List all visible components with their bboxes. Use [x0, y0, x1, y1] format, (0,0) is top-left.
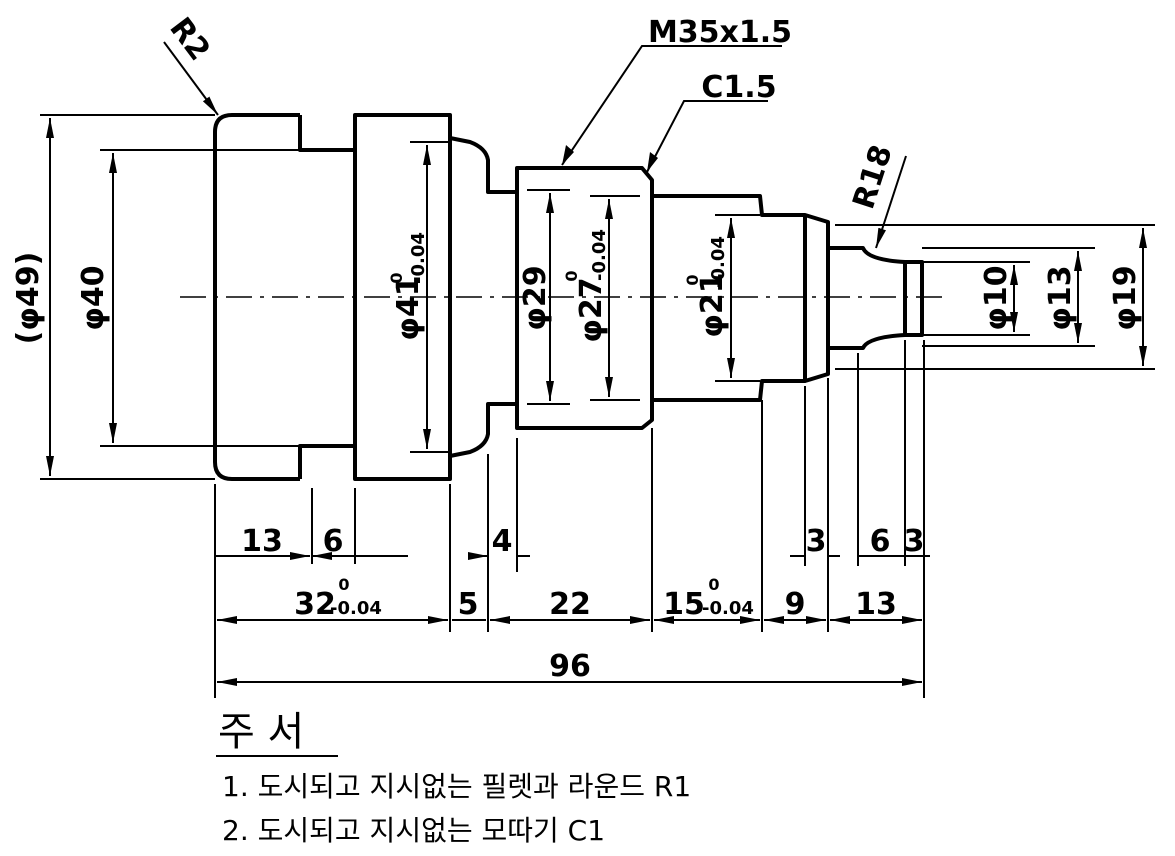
dim-d41: φ41 [391, 275, 426, 340]
dim-l13b: 13 [855, 587, 897, 622]
dim-d29: φ29 [518, 265, 553, 330]
dim-l22: 22 [549, 587, 591, 622]
notes-line-1: 1. 도시되고 지시없는 필렛과 라운드 R1 [222, 770, 691, 803]
dim-d49: (φ49) [11, 252, 46, 345]
callout-r2: R2 [162, 11, 216, 67]
dim-d27-tol-lower: -0.04 [589, 229, 610, 281]
dim-l4: 4 [492, 524, 513, 559]
dim-l96: 96 [549, 649, 591, 684]
callout-chamfer: C1.5 [701, 70, 776, 105]
extension-lines [214, 340, 925, 698]
dim-d21-tol-lower: -0.04 [708, 236, 729, 288]
callouts: R2 M35x1.5 C1.5 R18 [162, 11, 907, 249]
dim-l32-tol-lower: -0.04 [330, 598, 382, 619]
dim-l5: 5 [458, 587, 479, 622]
dim-l15: 15 [663, 587, 705, 622]
dim-l13a: 13 [241, 524, 283, 559]
undercut-section [449, 136, 517, 194]
dim-d40: φ40 [76, 265, 111, 330]
shaft-outline [213, 113, 924, 481]
dim-l15-tol-upper: 0 [708, 575, 719, 594]
d21-section [652, 194, 924, 402]
dim-d19: φ19 [1108, 265, 1143, 330]
dim-l32-tol-upper: 0 [338, 575, 349, 594]
dim-l6a: 6 [323, 524, 344, 559]
notes-title: 주 서 [218, 709, 304, 755]
dim-d27-tol-upper: 0 [562, 270, 581, 281]
dim-d10: φ10 [979, 265, 1014, 330]
length-dimensions: 13 6 4 3 6 3 32 0 -0.04 5 22 15 0 -0.04 … [215, 524, 930, 686]
callout-thread: M35x1.5 [648, 15, 792, 50]
inner-lines [100, 141, 1155, 453]
dim-d27: φ27 [574, 277, 609, 342]
dim-l32: 32 [294, 587, 336, 622]
dim-d21-tol-upper: 0 [683, 274, 702, 285]
dim-l3a: 3 [806, 524, 827, 559]
diameter-dimensions: (φ49) φ40 φ41 0 -0.04 φ29 φ27 0 -0.04 φ2… [11, 114, 1147, 480]
notes-block: 주 서 1. 도시되고 지시없는 필렛과 라운드 R1 2. 도시되고 지시없는… [216, 709, 691, 847]
undercut-section-lower [449, 402, 517, 458]
dim-d13: φ13 [1043, 265, 1078, 330]
dim-l6b: 6 [870, 524, 891, 559]
step-lines [803, 215, 907, 381]
dim-d21: φ21 [695, 272, 730, 337]
dim-l15-tol-lower: -0.04 [702, 598, 754, 619]
dim-l9: 9 [785, 587, 806, 622]
dim-d41-tol-lower: -0.04 [408, 232, 429, 284]
dim-d41-tol-upper: 0 [387, 272, 406, 283]
dim-l3b: 3 [904, 524, 925, 559]
thread-section [515, 166, 654, 430]
notes-line-2: 2. 도시되고 지시없는 모따기 C1 [222, 814, 605, 847]
collar-section [353, 113, 452, 481]
